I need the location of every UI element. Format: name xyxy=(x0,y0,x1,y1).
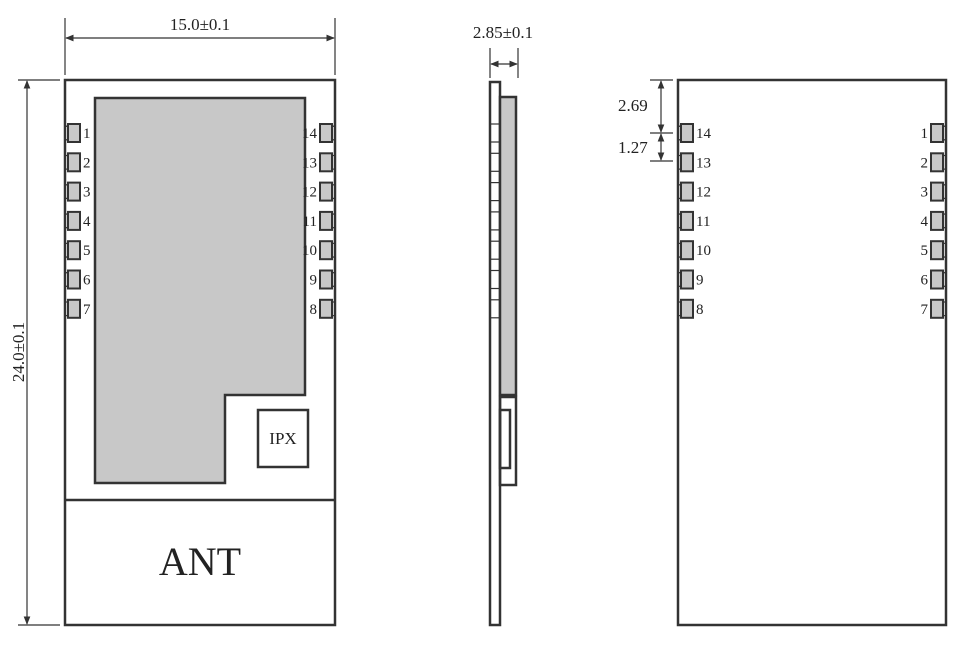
shield-can xyxy=(93,96,307,485)
ipx-connector xyxy=(256,408,310,469)
thickness-dimension-label: 2.85±0.1 xyxy=(473,23,533,42)
back-outline xyxy=(676,78,948,627)
back-pad-3 xyxy=(930,181,944,202)
back-pin-label: 5 xyxy=(921,243,929,259)
side-view: 2.85±0.1 xyxy=(473,23,533,627)
back-pin-label: 10 xyxy=(696,243,711,259)
front-pin-label: 7 xyxy=(83,302,91,318)
back-pad-2 xyxy=(930,152,944,173)
back-pin-label: 7 xyxy=(921,302,929,318)
side-pads xyxy=(490,123,500,319)
width-dimension-label: 15.0±0.1 xyxy=(170,15,230,34)
front-pin-label: 2 xyxy=(83,155,91,171)
front-pin-label: 3 xyxy=(83,185,91,201)
first-pin-offset-label: 2.69 xyxy=(618,96,648,115)
front-pin-label: 12 xyxy=(302,185,317,201)
back-pin-label: 14 xyxy=(696,126,712,142)
back-pad-6 xyxy=(930,269,944,290)
back-pad-13 xyxy=(680,152,694,173)
antenna-label: ANT xyxy=(159,539,241,584)
back-left-pads: 14 13 12 11 10 9 8 xyxy=(677,123,712,319)
front-pad-2 xyxy=(67,152,81,173)
front-pad-1 xyxy=(67,123,81,143)
front-pad-7 xyxy=(67,298,81,319)
side-connector-inner xyxy=(498,408,512,470)
back-pin-label: 1 xyxy=(921,126,929,142)
front-pad-11 xyxy=(319,210,333,231)
back-pad-14 xyxy=(680,123,694,143)
front-pad-8 xyxy=(319,298,333,319)
front-pad-5 xyxy=(67,240,81,261)
front-pin-label: 9 xyxy=(310,273,318,289)
ipx-label: IPX xyxy=(269,429,296,448)
pin-pitch-label: 1.27 xyxy=(618,138,648,157)
back-pin-label: 2 xyxy=(921,155,929,171)
front-pad-6 xyxy=(67,269,81,290)
back-pin-label: 4 xyxy=(921,214,929,230)
back-pad-5 xyxy=(930,240,944,261)
back-pad-4 xyxy=(930,210,944,231)
back-pad-11 xyxy=(680,210,694,231)
front-pad-13 xyxy=(319,152,333,173)
front-pin-label: 10 xyxy=(302,243,317,259)
front-pin-label: 4 xyxy=(83,214,91,230)
front-left-pads: 1 2 3 4 5 6 7 xyxy=(64,123,91,319)
back-pin-label: 6 xyxy=(921,273,929,289)
back-pad-10 xyxy=(680,240,694,261)
front-pad-3 xyxy=(67,181,81,202)
side-shield xyxy=(498,95,518,397)
front-pin-label: 5 xyxy=(83,243,91,259)
front-pad-14 xyxy=(319,123,333,143)
front-pad-12 xyxy=(319,181,333,202)
back-pad-1 xyxy=(930,123,944,143)
front-pin-label: 8 xyxy=(310,302,318,318)
front-right-pads: 14 13 12 11 10 9 8 xyxy=(302,123,336,319)
back-pin-label: 8 xyxy=(696,302,704,318)
front-pad-10 xyxy=(319,240,333,261)
back-pin-label: 13 xyxy=(696,155,711,171)
front-pin-label: 6 xyxy=(83,273,91,289)
front-pin-label: 13 xyxy=(302,155,317,171)
back-pin-label: 3 xyxy=(921,185,929,201)
side-pcb xyxy=(488,80,502,627)
back-pad-7 xyxy=(930,298,944,319)
front-pin-label: 11 xyxy=(303,214,317,230)
back-pad-9 xyxy=(680,269,694,290)
front-pad-4 xyxy=(67,210,81,231)
back-pad-8 xyxy=(680,298,694,319)
back-pin-label: 12 xyxy=(696,185,711,201)
front-pad-9 xyxy=(319,269,333,290)
height-dimension-label: 24.0±0.1 xyxy=(9,322,28,382)
back-pad-12 xyxy=(680,181,694,202)
front-pin-label: 1 xyxy=(83,126,91,142)
module-outline xyxy=(63,78,337,627)
back-pin-label: 9 xyxy=(696,273,704,289)
front-pin-label: 14 xyxy=(302,126,318,142)
back-right-pads: 1 2 3 4 5 6 7 xyxy=(921,123,947,319)
back-pin-label: 11 xyxy=(696,214,710,230)
